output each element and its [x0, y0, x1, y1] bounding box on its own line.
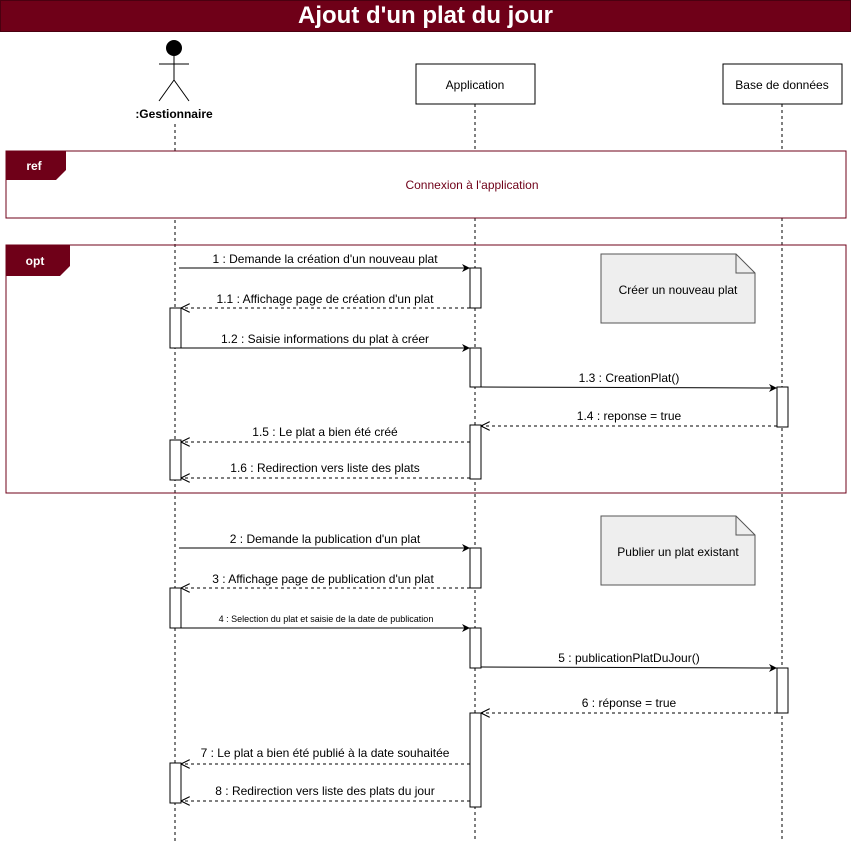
activation-app-5	[469, 627, 482, 669]
participant-database-label: Base de données	[735, 78, 828, 92]
message-label: 3 : Affichage page de publication d'un p…	[212, 572, 434, 586]
message-label: 8 : Redirection vers liste des plats du …	[215, 784, 434, 798]
title-bar	[0, 0, 851, 32]
ref-text: Connexion à l'application	[405, 178, 538, 192]
activation-app-3	[469, 424, 482, 480]
message-label: 1.2 : Saisie informations du plat à crée…	[221, 332, 429, 346]
note-create: Créer un nouveau plat	[600, 253, 756, 324]
actor-gestionnaire: :Gestionnaire	[135, 40, 213, 121]
activation-actor-2	[169, 439, 182, 481]
message-label: 1.4 : reponse = true	[577, 409, 682, 423]
diagram-title: Ajout d'un plat du jour	[298, 2, 553, 29]
activation-app-6	[469, 712, 482, 808]
message-label: 1.3 : CreationPlat()	[579, 371, 680, 385]
message-label: 1.5 : Le plat a bien été créé	[252, 425, 398, 439]
participant-database: Base de données	[722, 63, 843, 105]
note-publish-text: Publier un plat existant	[617, 545, 739, 559]
opt-fragment: opt	[5, 244, 847, 494]
message-arrow	[480, 663, 778, 672]
message-label: 5 : publicationPlatDuJour()	[558, 651, 699, 665]
activations	[169, 267, 789, 808]
participant-application-label: Application	[446, 78, 505, 92]
ref-tag: ref	[26, 159, 42, 173]
participant-application: Application	[415, 63, 536, 105]
message-label: 1.6 : Redirection vers liste des plats	[230, 461, 419, 475]
activation-actor-3	[169, 587, 182, 629]
activation-actor-1	[169, 307, 182, 349]
activation-app-4	[469, 547, 482, 589]
note-publish: Publier un plat existant	[600, 515, 756, 586]
message-label: 4 : Selection du plat et saisie de la da…	[219, 614, 434, 624]
activation-app-2	[469, 347, 482, 388]
activation-actor-4	[169, 762, 182, 804]
message-label: 1 : Demande la création d'un nouveau pla…	[212, 252, 438, 266]
activation-db-1	[776, 386, 789, 428]
activation-db-2	[776, 667, 789, 714]
message-label: 2 : Demande la publication d'un plat	[230, 532, 421, 546]
messages: 1 : Demande la création d'un nouveau pla…	[179, 252, 778, 801]
ref-fragment: ref Connexion à l'application	[5, 150, 847, 219]
note-create-text: Créer un nouveau plat	[619, 283, 738, 297]
message-label: 7 : Le plat a bien été publié à la date …	[201, 746, 450, 760]
message-label: 6 : réponse = true	[582, 696, 677, 710]
message-arrow	[480, 383, 778, 392]
actor-label: :Gestionnaire	[135, 107, 213, 121]
opt-tag: opt	[26, 254, 45, 268]
activation-app-1	[469, 267, 482, 309]
message-label: 1.1 : Affichage page de création d'un pl…	[217, 292, 435, 306]
